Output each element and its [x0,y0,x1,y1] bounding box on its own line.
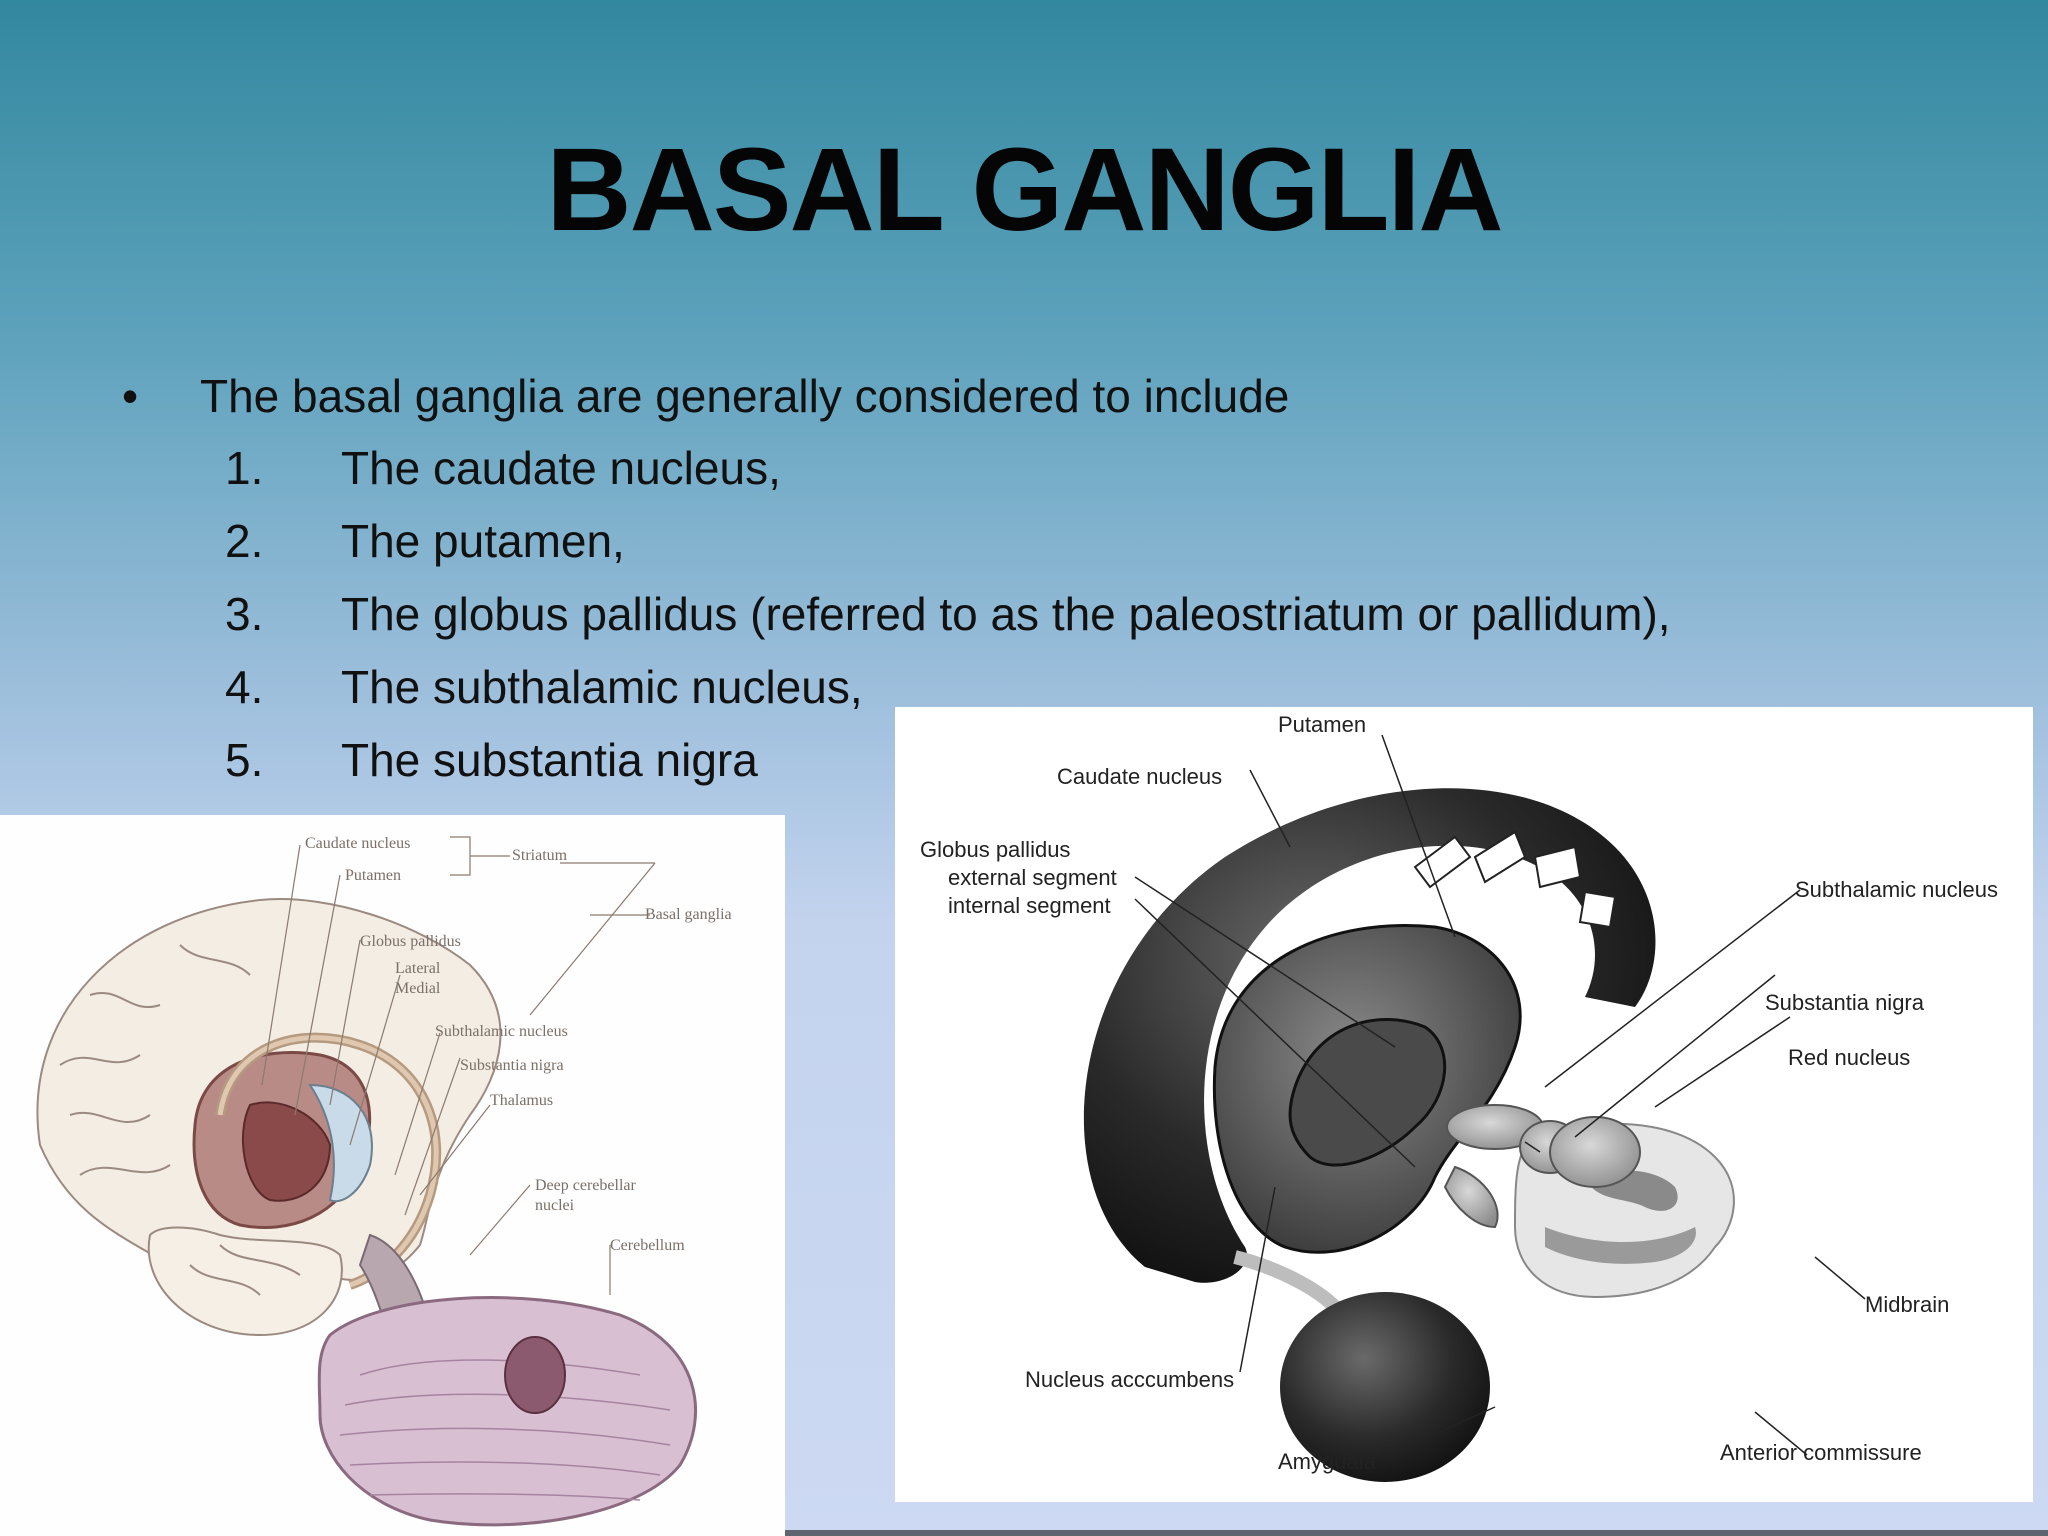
list-number: 3. [225,588,264,640]
brain-sketch-figure: Caudate nucleus Putamen Striatum Basal g… [0,815,785,1536]
label-internal-segment: internal segment [948,893,1111,918]
list-number: 4. [225,661,264,713]
label-cerebellum: Cerebellum [610,1237,685,1254]
intro-text: The basal ganglia are generally consider… [200,370,1290,422]
label-substantia-nigra-3d: Substantia nigra [1765,990,1924,1015]
label-subthalamic-nucleus-3d: Subthalamic nucleus [1795,877,1999,902]
list-number: 1. [225,442,264,494]
basal-ganglia-3d-figure: Putamen Caudate nucleus Globus pallidus … [895,707,2033,1502]
label-substantia-nigra: Substantia nigra [460,1057,564,1074]
list-item-text: The subthalamic nucleus, [341,661,863,713]
label-striatum: Striatum [512,847,568,864]
bottom-divider [785,1530,2048,1536]
label-midbrain: Midbrain [1865,1292,1950,1317]
label-putamen: Putamen [345,867,401,884]
list-item-text: The putamen, [341,515,625,567]
label-subthalamic-nucleus: Subthalamic nucleus [435,1023,568,1040]
label-putamen-3d: Putamen [1278,712,1367,737]
label-red-nucleus: Red nucleus [1788,1045,1911,1070]
label-thalamus: Thalamus [490,1092,554,1109]
slide-title: BASAL GANGLIA [546,124,1503,256]
label-basal-ganglia: Basal ganglia [645,906,732,923]
list-number: 5. [225,734,264,786]
label-deep-cerebellar-nuclei: nuclei [535,1197,575,1214]
list-item-text: The globus pallidus (referred to as the … [341,588,1671,640]
label-external-segment: external segment [948,865,1117,890]
label-caudate-nucleus: Caudate nucleus [305,835,411,852]
bullet-marker: • [122,370,139,422]
label-amygdala: Amygdala [1278,1449,1376,1474]
brain-sketch-drawing [36,836,698,1527]
list-number: 2. [225,515,264,567]
label-deep-cerebellar: Deep cerebellar [535,1177,636,1194]
label-anterior-commissure: Anterior commissure [1720,1440,1922,1465]
list-item-text: The substantia nigra [341,734,758,786]
label-globus-pallidus-3d: Globus pallidus [920,837,1071,862]
label-medial: Medial [395,980,441,997]
label-caudate-nucleus-3d: Caudate nucleus [1057,764,1223,789]
label-nucleus-accumbens: Nucleus acccumbens [1025,1367,1235,1392]
basal-ganglia-3d-drawing [1083,734,1866,1482]
list-item-text: The caudate nucleus, [341,442,781,494]
label-globus-pallidus: Globus pallidus [360,933,461,950]
label-lateral: Lateral [395,960,441,977]
